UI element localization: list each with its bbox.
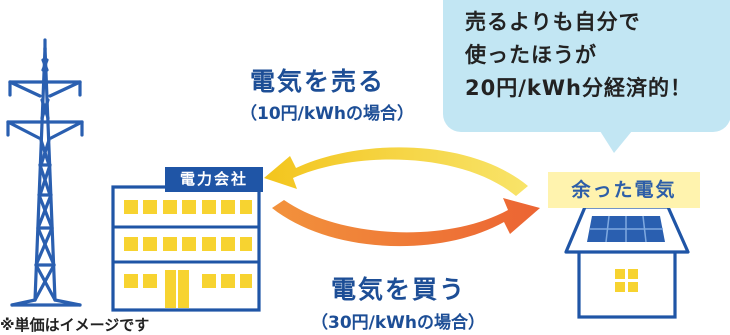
sell-price-note: （10円/kWhの場合） [240, 104, 415, 124]
buy-electricity-title: 電気を買う [331, 275, 467, 304]
bubble-line-3: 20円/kWh分経済的！ [465, 76, 692, 100]
speech-bubble: 売るよりも自分で 使ったほうが 20円/kWh分経済的！ [443, 0, 730, 132]
solar-house-icon [564, 205, 690, 319]
arrow-right-icon [272, 198, 540, 247]
arrow-left-icon [264, 147, 528, 196]
surplus-electricity-label: 余った電気 [548, 172, 700, 208]
bubble-line-1: 売るよりも自分で [465, 10, 641, 34]
price-disclaimer-note: ※単価はイメージです [0, 316, 150, 334]
power-company-label: 電力会社 [165, 167, 263, 192]
sell-electricity-title: 電気を売る [250, 67, 386, 96]
office-building-icon [111, 185, 261, 312]
power-tower-icon [6, 38, 84, 307]
bubble-line-2: 使ったほうが [465, 43, 597, 67]
buy-price-note: （30円/kWhの場合） [311, 313, 486, 333]
speech-bubble-tail [600, 131, 632, 153]
